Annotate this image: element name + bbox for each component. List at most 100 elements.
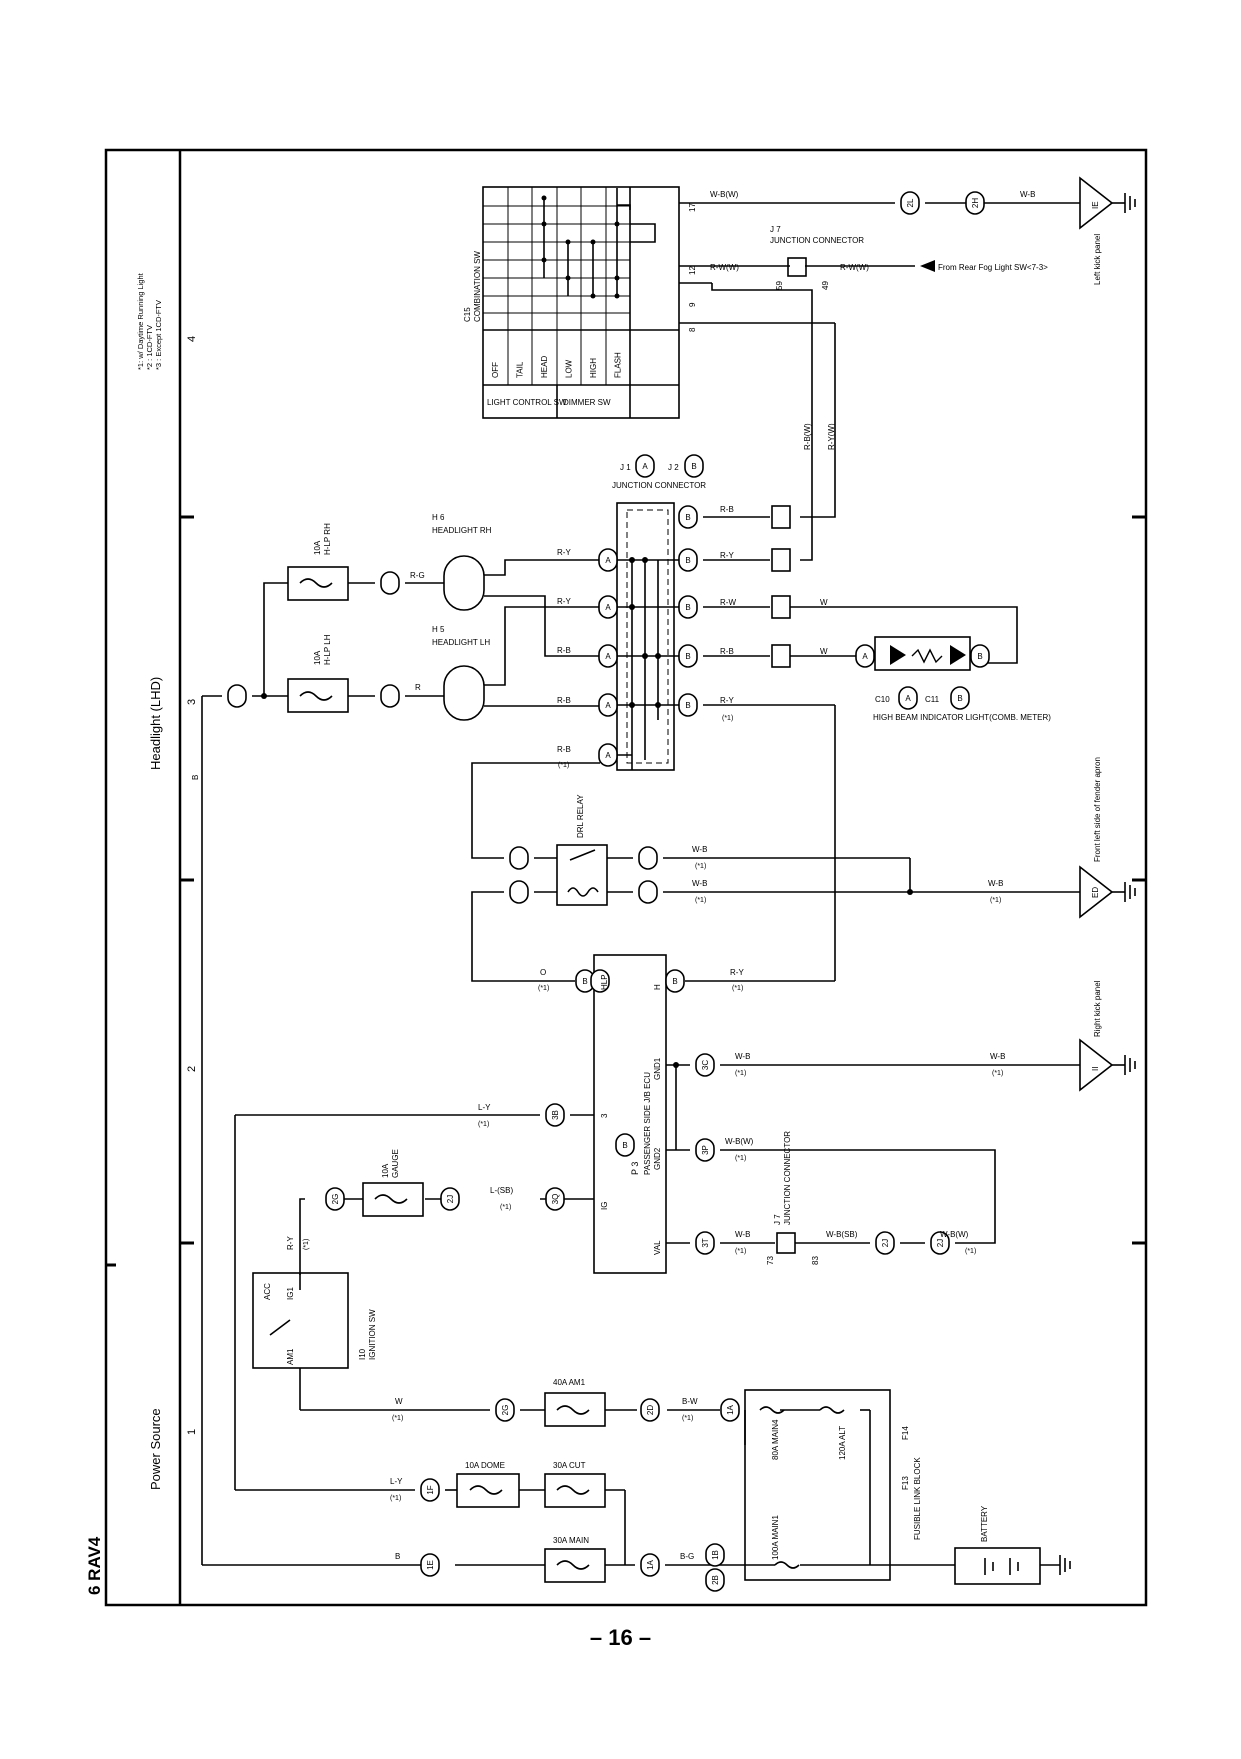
fl-code1: F13 [901,1476,910,1490]
page-number: – 16 – [589,1625,652,1650]
wire-rb-left-3: R-B [557,745,571,754]
grid-number-3: 3 [186,699,198,705]
svg-text:1B: 1B [711,1550,720,1560]
wire-rb-left-1: R-B [557,646,571,655]
wire-ry-ecu: R-Y [730,968,744,977]
combination-switch [482,186,680,419]
wire-w-right-1: W [820,598,828,607]
j7-bottom-pin-83: 83 [811,1256,820,1265]
ground-ie-desc: Left kick panel [1093,234,1102,285]
combination-pin-8: 8 [688,327,697,332]
wire-note-jc: (*1) [722,715,733,722]
wire-b-bottom: B [395,1552,400,1561]
external-rear-fog: From Rear Fog Light SW<7-3> [938,263,1048,272]
fuse-hlp-rh-name: H-LP RH [323,523,332,555]
passenger-side-jb-ecu [593,954,667,1274]
switch-position-5: FLASH [614,352,623,378]
connector-j-b-5: B [678,693,698,717]
combination-sw-name: COMBINATION SW [473,251,482,322]
svg-text:B: B [622,1141,627,1150]
wire-wb-val: W-B [735,1230,750,1239]
wire-note-ly-dome: (*1) [390,1495,401,1502]
svg-text:2J: 2J [936,1239,945,1247]
ground-battery [1059,1555,1071,1575]
connector-ecu-p3: B [615,1133,635,1157]
j7-bottom-code: J 7 [773,1214,782,1225]
svg-text:2J: 2J [881,1239,890,1247]
connector-j2-b: B [684,454,704,478]
ignition-pin-acc: ACC [263,1283,272,1300]
connector-j-a-3: A [598,644,618,668]
connector-j-b-4: B [678,644,698,668]
wire-rg: R-G [410,571,425,580]
svg-text:A: A [605,556,611,565]
svg-text:2G: 2G [331,1194,340,1205]
fuse-gauge-name: GAUGE [391,1149,400,1178]
wire-wb-w-val: W-B(W) [940,1230,969,1239]
fuse-hlp-rh-rating: 10A [313,540,322,555]
svg-text:2H: 2H [971,198,980,208]
fuse-am1-label: 40A AM1 [553,1378,586,1387]
wire-b-left: B [191,775,200,780]
fuse-dome-label: 10A DOME [465,1461,505,1470]
wire-note-w-am1: (*1) [392,1415,403,1422]
h6-name: HEADLIGHT RH [432,526,492,535]
page-label: 6 RAV4 [85,1536,104,1595]
connector-plain-8 [590,969,610,993]
wire-bw: B-W [682,1397,698,1406]
combination-sw-code: C15 [463,307,472,322]
connector-3b: 3B [545,1103,565,1127]
connector-plain-1 [380,571,400,595]
wire-note-gnd2: (*1) [735,1155,746,1162]
ecu-pin-ig: IG [600,1202,609,1210]
ecu-pin-gnd1: GND1 [653,1057,662,1080]
high-beam-code1: C10 [875,695,890,704]
ground-ie [1079,176,1136,230]
ignition-code: I10 [358,1348,367,1360]
wire-ly-dome: L-Y [390,1477,403,1486]
svg-text:B: B [672,977,677,986]
j7-top-pin-49: 49 [821,281,830,290]
wire-note-ry-ig: (*1) [303,1239,310,1250]
svg-text:1A: 1A [726,1404,735,1414]
svg-text:2L: 2L [906,198,915,207]
fl-main1: 100A MAIN1 [771,1515,780,1560]
fuse-hlp-rh [287,566,349,601]
svg-text:2J: 2J [446,1195,455,1203]
wire-ry-right-2: R-Y [720,696,734,705]
connector-3q: 3Q [545,1187,565,1211]
wire-rw-w-2: R-W(W) [840,263,869,272]
wire-rb-w: R-B(W) [803,423,812,450]
connector-3c: 3C [695,1053,715,1077]
ground-ii-code: II [1091,1067,1100,1071]
fl-name: FUSIBLE LINK BLOCK [913,1457,922,1540]
diagram-frame [104,148,1148,1607]
combination-pin-9: 9 [688,302,697,307]
headlight-rh [443,555,485,611]
jc-code-2: J 2 [668,463,679,472]
connector-1a-b: 1A [640,1553,660,1577]
connector-j-a-1: A [598,548,618,572]
drl-relay [556,844,608,906]
connector-2l: 2L [900,191,920,215]
svg-text:3C: 3C [701,1060,710,1070]
fuse-30a-main [544,1548,606,1583]
wire-note-ii: (*1) [992,1070,1003,1077]
connector-plain-3 [227,684,247,708]
connector-2g-b: 2G [495,1398,515,1422]
h5-code: H 5 [432,625,445,634]
jc-code-1: J 1 [620,463,631,472]
connector-plain-6 [638,846,658,870]
switch-position-4: HIGH [589,358,598,378]
connector-j-b-3: B [678,595,698,619]
connector-2h: 2H [965,191,985,215]
connector-1a-a: 1A [720,1398,740,1422]
svg-text:3B: 3B [551,1110,560,1120]
section-headlight: Headlight (LHD) [148,677,163,770]
svg-text:A: A [642,462,648,471]
fusible-link-block [744,1389,891,1581]
high-beam-indicator [874,636,971,671]
wire-w-am1: W [395,1397,403,1406]
wire-w-right-2: W [820,647,828,656]
wire-note-ly-ecu: (*1) [478,1121,489,1128]
